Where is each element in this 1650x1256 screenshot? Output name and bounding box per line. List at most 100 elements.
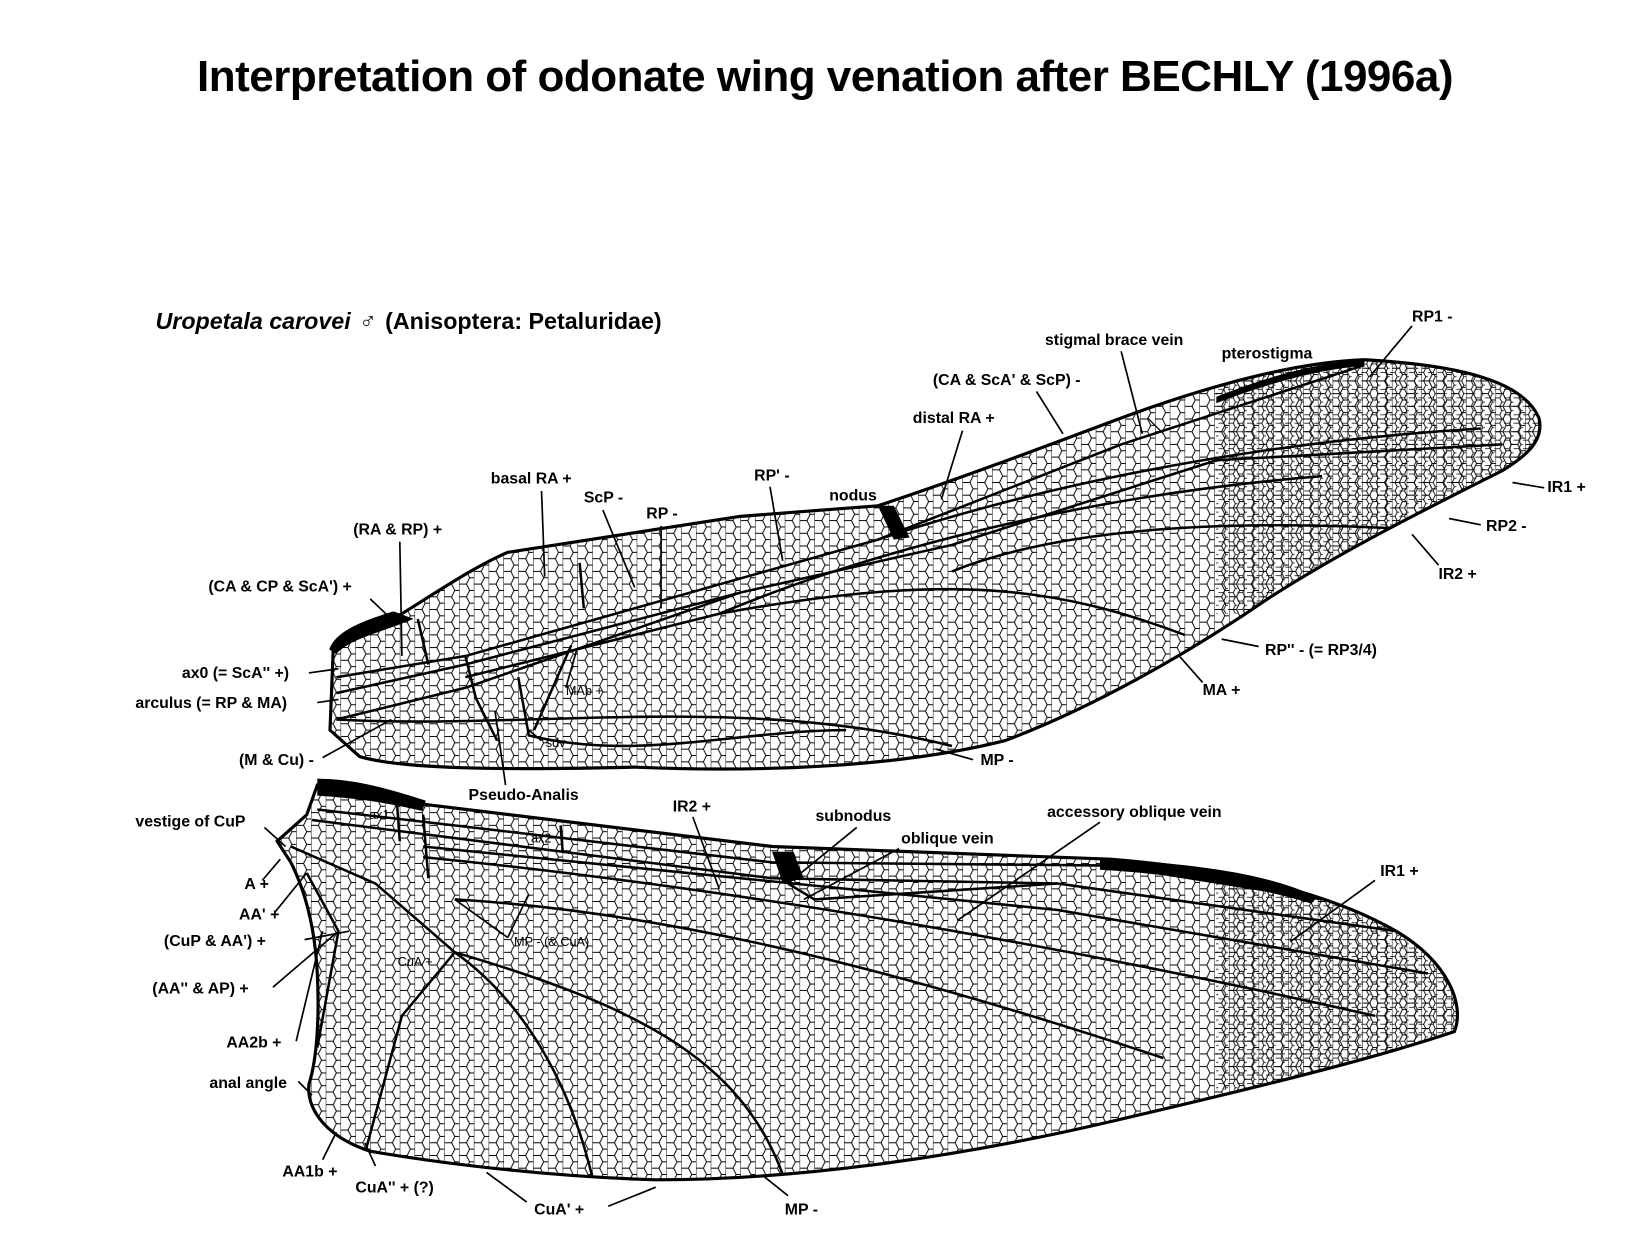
forewing-label-group: (CA & CP & ScA') + — [208, 578, 392, 620]
leader-line — [506, 893, 530, 938]
leader-line — [956, 821, 1101, 922]
forewing-label-group: IR2 + — [1411, 533, 1477, 583]
leader-line — [940, 430, 964, 500]
leader-line — [1178, 655, 1204, 684]
leader-line — [769, 486, 784, 561]
hindwing-label-group: MP - — [761, 1173, 818, 1219]
forewing-label-group: stigmal brace vein — [1045, 332, 1183, 435]
hindwing-label-subnodus: subnodus — [815, 808, 891, 825]
forewing-label-basal-ra: basal RA + — [491, 471, 572, 488]
hindwing-label-group: AA1b + — [282, 1131, 338, 1181]
hindwing-label-group: CuA' + — [486, 1171, 657, 1219]
hindwing-label-oblique-vein: oblique vein — [901, 830, 994, 847]
diagram-title: Interpretation of odonate wing venation … — [197, 52, 1454, 101]
forewing-label-group: basal RA + — [491, 471, 572, 577]
leader-line — [304, 930, 350, 941]
hindwing-label-aa: AA' + — [239, 907, 279, 924]
leader-line — [321, 1131, 338, 1161]
hindwing-label-aa2b: AA2b + — [226, 1035, 281, 1052]
forewing-label-group: (CA & ScA' & ScP) - — [933, 372, 1081, 435]
leader-line — [1448, 517, 1481, 526]
forewing-label-group: pterostigma — [1222, 346, 1313, 363]
hindwing-label-group: MP - (& CuA) — [454, 893, 589, 949]
hindwing-label-vestige-of-cup: vestige of CuP — [135, 813, 246, 830]
hindwing-label-group: ax1 — [369, 808, 389, 822]
forewing-label-group: MAb + — [565, 650, 603, 698]
forewing-label-group: MP - — [935, 748, 1014, 769]
hindwing-label-a: A + — [244, 876, 269, 893]
leader-line — [528, 729, 543, 742]
forewing-label-ir1: IR1 + — [1547, 479, 1585, 496]
forewing-label-group: (M & Cu) - — [239, 718, 392, 769]
hindwing-label-cua: CuA' + — [534, 1202, 584, 1219]
leader-line — [398, 541, 403, 657]
hindwing-label-anal-angle: anal angle — [209, 1075, 287, 1092]
forewing-label-pterostigma: pterostigma — [1222, 346, 1313, 363]
forewing-label-arculus-rp-ma: arculus (= RP & MA) — [135, 695, 287, 712]
forewing-label-group: sdv — [528, 729, 566, 750]
hindwing-label-ax1: ax1 — [369, 808, 389, 822]
leader-line — [935, 748, 974, 761]
leader-line — [317, 698, 339, 704]
hindwing-label-group: IR1 + — [1289, 863, 1419, 943]
hindwing-label-group: CuA'' + (?) — [355, 1142, 434, 1197]
hindwing-label-cua: CuA + — [398, 955, 433, 969]
forewing-label-ir2: IR2 + — [1438, 566, 1476, 583]
leader-line — [308, 667, 339, 674]
leader-line — [540, 490, 546, 577]
hindwing-label-group: CuA + — [398, 955, 433, 969]
forewing-label-stigmal-brace-vein: stigmal brace vein — [1045, 332, 1183, 349]
leader-line — [494, 710, 507, 786]
forewing-label-group: RP'' - (= RP3/4) — [1221, 638, 1377, 659]
leader-line — [369, 598, 392, 620]
leader-line — [1411, 533, 1440, 566]
hindwing-label-group: IR2 + — [673, 799, 721, 890]
forewing-label-group: (RA & RP) + — [353, 521, 442, 657]
forewing-label-rp2: RP2 - — [1486, 518, 1527, 535]
hindwing-label-group: AA' + — [239, 872, 308, 924]
leader-line — [272, 930, 340, 988]
species-name: Uropetala carovei — [155, 308, 351, 334]
hindwing-label-cup-aa: (CuP & AA') + — [164, 933, 266, 950]
hindwing-label-aa1b: AA1b + — [282, 1164, 337, 1181]
forewing-label-mab: MAb + — [566, 684, 603, 698]
hindwing-label-group: subnodus — [787, 808, 891, 885]
hindwing-label-group: (AA'' & AP) + — [152, 930, 340, 998]
forewing-label-group: nodus — [829, 487, 877, 504]
leader-line — [1035, 391, 1064, 435]
forewing-label-group: RP - — [646, 505, 678, 609]
forewing-label-group: Pseudo-Analis — [469, 710, 579, 804]
forewing-label-group: arculus (= RP & MA) — [135, 695, 339, 712]
forewing-label-mp: MP - — [980, 752, 1013, 769]
leader-line — [691, 816, 721, 890]
leader-line — [263, 826, 287, 848]
hindwing-label-group: (CuP & AA') + — [164, 930, 350, 950]
forewing-label-nodus: nodus — [829, 487, 877, 504]
forewing-label-ma: MA + — [1203, 682, 1241, 699]
leader-line — [803, 847, 900, 901]
forewing-label-group: MA + — [1178, 655, 1241, 699]
hindwing-label-mp: MP - — [785, 1202, 818, 1219]
leader-line — [297, 1080, 313, 1096]
hindwing-label-cua: CuA'' + (?) — [355, 1180, 433, 1197]
leader-line — [295, 930, 324, 1042]
forewing-label-rp-rp3-4: RP'' - (= RP3/4) — [1265, 642, 1377, 659]
leader-line — [1512, 481, 1545, 489]
leader-line — [322, 718, 392, 759]
leader-line — [602, 509, 636, 588]
leader-line — [454, 898, 509, 939]
leader-line — [607, 1186, 657, 1208]
forewing-label-group: RP1 - — [1369, 309, 1453, 378]
forewing-label-pseudo-analis: Pseudo-Analis — [469, 787, 579, 804]
leader-line — [1120, 351, 1144, 435]
forewing-label-group: RP' - — [754, 467, 790, 561]
forewing-label-ca-cp-sca: (CA & CP & ScA') + — [208, 578, 351, 595]
forewing-label-ca-sca-scp: (CA & ScA' & ScP) - — [933, 372, 1081, 389]
leader-line — [1289, 879, 1376, 943]
male-symbol: ♂ — [359, 308, 376, 334]
forewing-label-group: distal RA + — [913, 410, 995, 500]
hindwing-label-group: ax2 — [531, 831, 551, 845]
hindwing-label-aa-ap: (AA'' & AP) + — [152, 981, 248, 998]
taxon-name: (Anisoptera: Petaluridae) — [385, 308, 662, 334]
